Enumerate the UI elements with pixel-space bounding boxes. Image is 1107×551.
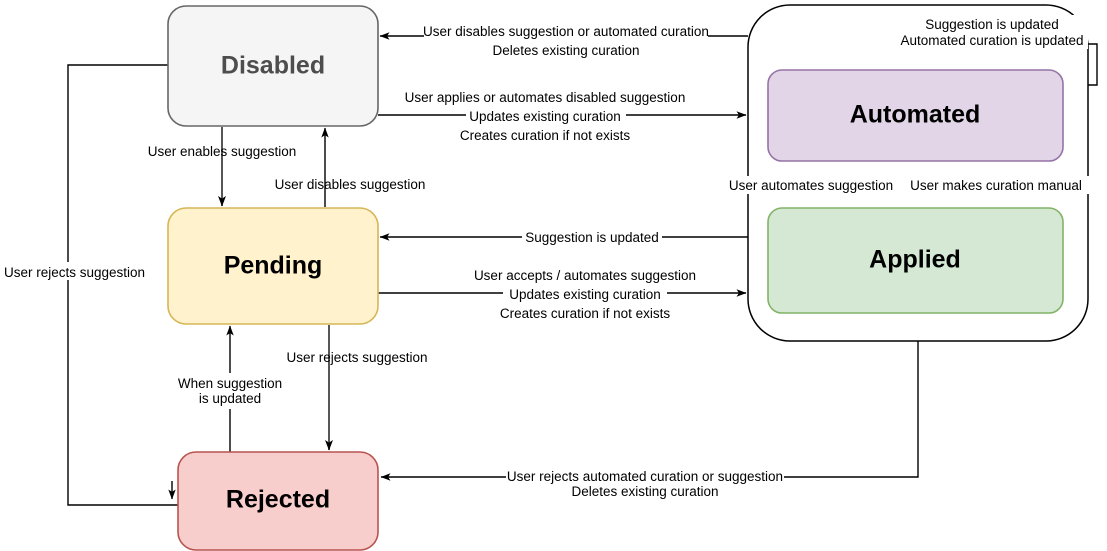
edge-label-disabled-to-group: User applies or automates disabled sugge… <box>405 86 686 143</box>
label-backdrop <box>503 284 667 302</box>
edge-label-line-1: User applies or automates disabled sugge… <box>405 90 686 105</box>
label-backdrop <box>474 264 696 284</box>
edge-label-line-2: Updates existing curation <box>469 109 621 124</box>
node-automated-label: Automated <box>850 101 981 129</box>
label-backdrop <box>506 467 784 485</box>
edge-line-group-to-rejected <box>380 341 919 481</box>
edge-label-line-1: User enables suggestion <box>148 144 297 159</box>
edge-label-line-1: User rejects automated curation or sugge… <box>507 469 783 484</box>
edge-label-line-2: Deletes existing curation <box>492 43 639 58</box>
edge-label-automated-to-applied: User makes curation manual <box>908 176 1090 194</box>
node-applied-label: Applied <box>869 246 961 274</box>
node-rejected-box[interactable] <box>177 451 379 551</box>
label-backdrop <box>424 22 708 40</box>
node-rejected[interactable]: Rejected <box>177 451 379 551</box>
edge-label-group-to-disabled: User disables suggestion or automated cu… <box>423 22 709 58</box>
edge-label-rejected-to-pending: When suggestion is updated <box>172 373 288 409</box>
node-applied-box[interactable] <box>767 207 1064 314</box>
edge-label-line-2: Deletes existing curation <box>571 484 718 499</box>
edge-label-line-1: User automates suggestion <box>729 178 893 193</box>
edge-label-line-1: When suggestion <box>178 376 282 391</box>
node-disabled-box[interactable] <box>167 5 379 127</box>
edge-label-line-2: Automated curation is updated <box>900 33 1083 48</box>
node-automated-box[interactable] <box>767 69 1064 162</box>
node-disabled-label: Disabled <box>221 52 325 80</box>
edge-group-to-rejected <box>380 341 919 481</box>
edge-label-line-1: Suggestion is updated <box>525 230 659 245</box>
edge-label-applied-to-automated: User automates suggestion <box>726 176 898 194</box>
edge-line-disabled-to-rejected <box>67 64 190 506</box>
edge-label-disabled-to-rejected: User rejects suggestion <box>0 262 145 280</box>
edge-label-pending-to-rejected: User rejects suggestion <box>286 350 427 365</box>
label-backdrop <box>898 15 1088 49</box>
label-backdrop <box>172 373 288 409</box>
edge-label-line-1: User makes curation manual <box>910 178 1082 193</box>
label-backdrop <box>522 228 662 246</box>
edge-label-line-1: User accepts / automates suggestion <box>474 268 696 283</box>
edge-label-group-to-pending: Suggestion is updated <box>522 228 662 246</box>
edge-label-line-3: Creates curation if not exists <box>500 306 671 321</box>
label-backdrop <box>908 176 1090 194</box>
label-backdrop <box>726 176 898 194</box>
label-backdrop <box>466 106 626 124</box>
node-pending[interactable]: Pending <box>167 207 379 325</box>
node-automated[interactable]: Automated <box>767 69 1064 162</box>
edge-label-line-1: User disables suggestion or automated cu… <box>423 24 709 39</box>
edge-label-line-2: is updated <box>199 391 261 406</box>
edge-label-pending-to-group: User accepts / automates suggestion Upda… <box>474 264 696 321</box>
node-disabled[interactable]: Disabled <box>167 5 379 127</box>
label-backdrop <box>0 262 140 280</box>
edge-label-pending-to-disabled: User disables suggestion <box>275 177 426 192</box>
edge-label-automated-self-loop: Suggestion is updated Automated curation… <box>898 15 1088 49</box>
node-pending-box[interactable] <box>167 207 379 325</box>
node-pending-label: Pending <box>224 252 323 280</box>
edge-label-line-3: Creates curation if not exists <box>460 128 631 143</box>
edge-disabled-to-rejected <box>67 64 190 506</box>
node-applied[interactable]: Applied <box>767 207 1064 314</box>
edge-label-line-1: User disables suggestion <box>275 177 426 192</box>
edge-label-line-2: Updates existing curation <box>509 287 661 302</box>
edge-label-line-1: User rejects suggestion <box>286 350 427 365</box>
edge-label-line-1: Suggestion is updated <box>925 17 1059 32</box>
edge-label-group-to-rejected: User rejects automated curation or sugge… <box>506 467 784 499</box>
node-rejected-label: Rejected <box>226 486 330 514</box>
label-backdrop <box>408 86 682 106</box>
edge-label-disabled-to-pending: User enables suggestion <box>148 144 297 159</box>
edge-label-line-1: User rejects suggestion <box>4 265 145 280</box>
